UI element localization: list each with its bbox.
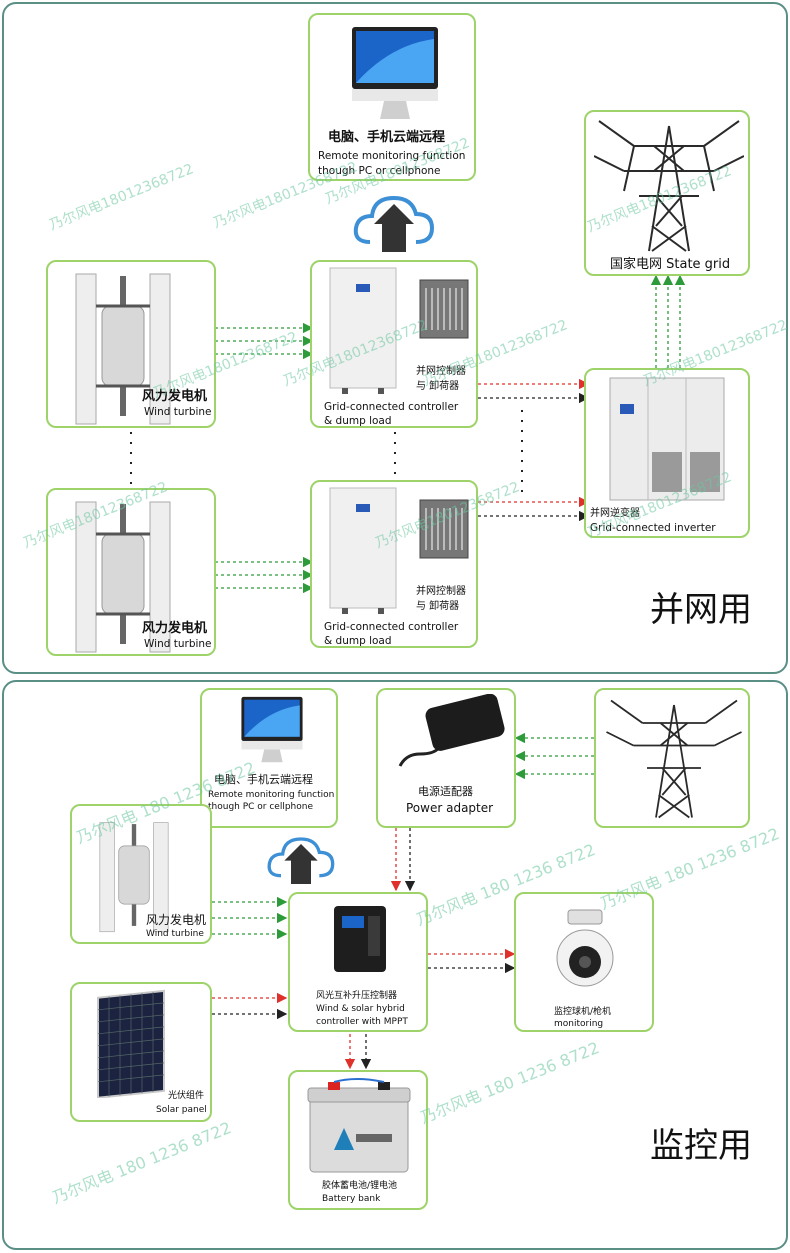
bottom-turbine-zh: 风力发电机	[146, 913, 207, 927]
top-monitor-en2: though PC or cellphone	[318, 165, 441, 177]
bottom-turbine-en: Wind turbine	[146, 929, 204, 939]
top-controller-2-zh2: 与 卸荷器	[416, 601, 460, 612]
hybrid-en2: controller with MPPT	[316, 1017, 408, 1027]
power-adapter-box: 电源适配器 Power adapter	[376, 688, 516, 828]
controller-cabinet-icon	[329, 487, 397, 614]
top-controller-1-zh2: 与 卸荷器	[416, 381, 460, 392]
inverter-cabinet-icon	[609, 377, 725, 501]
solar-panel-box: 光伏组件 Solar panel	[70, 982, 212, 1122]
power-adapter-icon	[398, 694, 505, 767]
top-turbine-box-2: 风力发电机 Wind turbine	[46, 488, 216, 656]
top-controller-box-2: 并网控制器 与 卸荷器 Grid-connected controller & …	[310, 480, 478, 648]
battery-box: 胶体蓄电池/锂电池 Battery bank	[288, 1070, 428, 1210]
top-turbine-2-en: Wind turbine	[144, 638, 212, 650]
computer-monitor-icon	[352, 27, 438, 119]
power-tower-icon	[594, 120, 744, 252]
dump-load-icon	[419, 279, 469, 339]
cloud-upload-icon	[267, 837, 335, 884]
dome-camera-icon	[556, 909, 614, 987]
inverter-zh: 并网逆变器	[590, 508, 640, 519]
top-controller-2-en2: & dump load	[324, 635, 392, 647]
power-tower-icon	[606, 699, 742, 819]
top-controller-2-en1: Grid-connected controller	[324, 621, 459, 633]
hybrid-controller-icon	[334, 906, 386, 972]
top-controller-1-en2: & dump load	[324, 415, 392, 427]
monitoring-section-title: 监控用	[650, 1126, 752, 1166]
hybrid-zh: 风光互补升压控制器	[316, 991, 398, 1001]
top-turbine-1-zh: 风力发电机	[142, 389, 208, 404]
hybrid-en1: Wind & solar hybrid	[316, 1004, 405, 1014]
camera-box: 监控球机/枪机 monitoring	[514, 892, 654, 1032]
top-controller-1-en1: Grid-connected controller	[324, 401, 459, 413]
bottom-monitor-en2: though PC or cellphone	[208, 802, 314, 812]
top-inverter-box: 并网逆变器 Grid-connected inverter	[584, 368, 750, 538]
grid-label: 国家电网 State grid	[610, 257, 731, 272]
hybrid-controller-box: 风光互补升压控制器 Wind & solar hybrid controller…	[288, 892, 428, 1032]
solar-en: Solar panel	[156, 1105, 207, 1115]
top-controller-box-1: 并网控制器 与 卸荷器 Grid-connected controller & …	[310, 260, 478, 428]
top-controller-1-zh1: 并网控制器	[416, 366, 466, 377]
bottom-monitor-box: 电脑、手机云端远程 Remote monitoring function tho…	[200, 688, 338, 828]
adapter-en: Power adapter	[406, 801, 494, 815]
top-monitor-en1: Remote monitoring function	[318, 150, 466, 162]
bottom-turbine-box: 风力发电机 Wind turbine	[70, 804, 212, 944]
wind-turbine-icon	[99, 822, 169, 933]
solar-zh: 光伏组件	[168, 1091, 205, 1101]
dump-load-icon	[419, 499, 469, 559]
bottom-monitor-en1: Remote monitoring function	[208, 790, 335, 800]
battery-icon	[307, 1078, 411, 1173]
top-state-grid-box: 国家电网 State grid	[584, 110, 750, 276]
battery-zh: 胶体蓄电池/锂电池	[322, 1181, 398, 1191]
battery-en: Battery bank	[322, 1194, 381, 1204]
bottom-grid-tower-box	[594, 688, 750, 828]
camera-en: monitoring	[554, 1019, 604, 1029]
solar-panel-icon	[97, 989, 165, 1098]
wind-turbine-icon	[75, 501, 171, 653]
camera-zh: 监控球机/枪机	[554, 1007, 612, 1017]
grid-section-title: 并网用	[650, 590, 752, 630]
inverter-en: Grid-connected inverter	[590, 522, 716, 534]
top-monitor-box: 电脑、手机云端远程 Remote monitoring function tho…	[308, 13, 476, 181]
top-turbine-2-zh: 风力发电机	[142, 621, 208, 636]
top-monitor-zh: 电脑、手机云端远程	[328, 130, 446, 145]
top-turbine-box-1: 风力发电机 Wind turbine	[46, 260, 216, 428]
adapter-zh: 电源适配器	[418, 785, 473, 798]
cloud-upload-icon	[353, 195, 435, 252]
bottom-monitor-zh: 电脑、手机云端远程	[214, 773, 313, 786]
computer-monitor-icon	[241, 696, 303, 763]
controller-cabinet-icon	[329, 267, 397, 394]
top-turbine-1-en: Wind turbine	[144, 406, 212, 418]
top-controller-2-zh1: 并网控制器	[416, 586, 466, 597]
wind-turbine-icon	[75, 273, 171, 425]
